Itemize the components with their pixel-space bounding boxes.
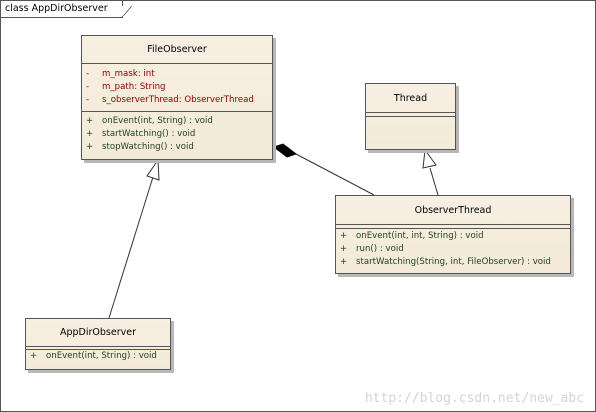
operations-compartment: + onEvent(int, String) : void + startWat… [82, 112, 272, 154]
class-thread[interactable]: Thread [365, 83, 456, 150]
attributes-compartment [336, 225, 570, 229]
visibility-private: - [86, 82, 90, 92]
visibility-private: - [86, 95, 90, 105]
class-name: Thread [366, 84, 455, 113]
operation-row: + onEvent(int, String) : void [26, 350, 170, 363]
class-appdirobserver[interactable]: AppDirObserver + onEvent(int, String) : … [25, 318, 171, 370]
operation-text: onEvent(int, String) : void [102, 116, 213, 126]
operation-text: startWatching() : void [102, 129, 196, 139]
operations-compartment [366, 117, 455, 147]
operations-compartment: + onEvent(int, String) : void [26, 350, 170, 363]
watermark-url: http://blog.csdn.net/new_abc [364, 391, 584, 406]
visibility-public: + [340, 231, 348, 241]
attribute-text: m_mask: int [102, 69, 155, 79]
attributes-compartment: - m_mask: int - m_path: String - s_obser… [82, 64, 272, 112]
visibility-public: + [86, 116, 94, 126]
class-name: FileObserver [82, 36, 272, 64]
class-name: ObserverThread [336, 196, 570, 225]
visibility-public: + [30, 351, 38, 361]
attributes-compartment [366, 113, 455, 117]
attribute-row: - m_mask: int [82, 68, 272, 81]
operations-compartment: + onEvent(int, int, String) : void + run… [336, 229, 570, 269]
operation-text: startWatching(String, int, FileObserver)… [356, 257, 551, 267]
visibility-private: - [86, 69, 90, 79]
operation-row: + startWatching() : void [82, 128, 272, 141]
composition-diamond [272, 143, 298, 158]
attribute-text: m_path: String [102, 82, 166, 92]
attribute-text: s_observerThread: ObserverThread [102, 95, 254, 105]
class-fileobserver[interactable]: FileObserver - m_mask: int - m_path: Str… [81, 35, 273, 160]
operation-text: stopWatching() : void [102, 142, 194, 152]
operation-row: + stopWatching() : void [82, 141, 272, 154]
generalization-arrowhead-fileobserver [146, 158, 160, 181]
operation-text: run() : void [356, 244, 404, 254]
operation-row: + run() : void [336, 243, 570, 256]
composition-line-fileobserver-observerthread [295, 153, 375, 196]
generalization-line-observerthread-thread [429, 167, 439, 196]
generalization-line-appdirobserver-fileobserver [108, 176, 154, 319]
attribute-row: - s_observerThread: ObserverThread [82, 94, 272, 107]
operation-text: onEvent(int, String) : void [46, 351, 157, 361]
operation-text: onEvent(int, int, String) : void [356, 231, 484, 241]
visibility-public: + [86, 129, 94, 139]
class-observerthread[interactable]: ObserverThread + onEvent(int, int, Strin… [335, 195, 571, 274]
generalization-arrowhead-thread [422, 148, 437, 169]
operation-row: + startWatching(String, int, FileObserve… [336, 256, 570, 269]
attribute-row: - m_path: String [82, 81, 272, 94]
visibility-public: + [86, 142, 94, 152]
frame-label: class AppDirObserver [1, 1, 123, 18]
operation-row: + onEvent(int, int, String) : void [336, 230, 570, 243]
attributes-compartment [26, 347, 170, 350]
visibility-public: + [340, 244, 348, 254]
operation-row: + onEvent(int, String) : void [82, 115, 272, 128]
class-name: AppDirObserver [26, 319, 170, 347]
visibility-public: + [340, 257, 348, 267]
